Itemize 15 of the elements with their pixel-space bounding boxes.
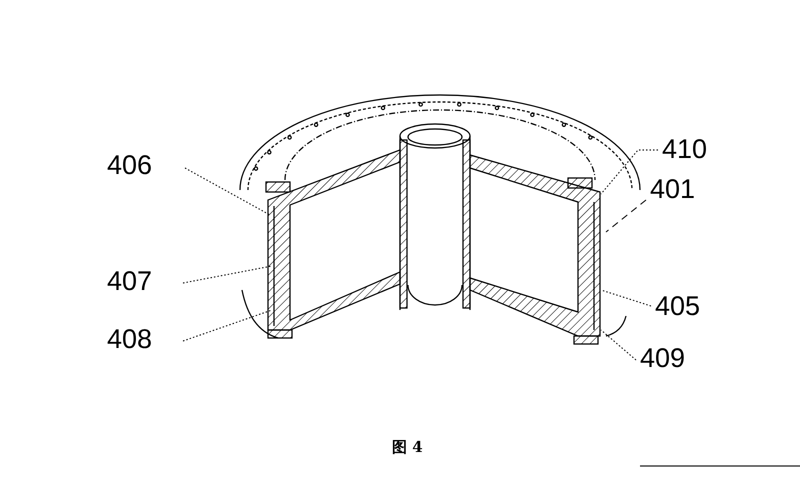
leader-line xyxy=(600,290,652,306)
callout-number: 401 xyxy=(650,174,696,204)
figure-caption: 图 4 xyxy=(392,438,423,456)
leader-line xyxy=(182,266,272,284)
leader-line xyxy=(182,310,272,342)
callout-number: 410 xyxy=(662,134,708,164)
callout-number: 407 xyxy=(107,266,152,296)
leader-line xyxy=(184,168,270,216)
callout-number: 405 xyxy=(655,291,700,321)
leader-line xyxy=(600,150,658,194)
callout-number: 406 xyxy=(107,150,152,180)
callout-number: 408 xyxy=(107,324,152,354)
leader-line xyxy=(600,330,636,360)
leader-line xyxy=(606,200,646,232)
callout-number: 409 xyxy=(640,343,686,373)
